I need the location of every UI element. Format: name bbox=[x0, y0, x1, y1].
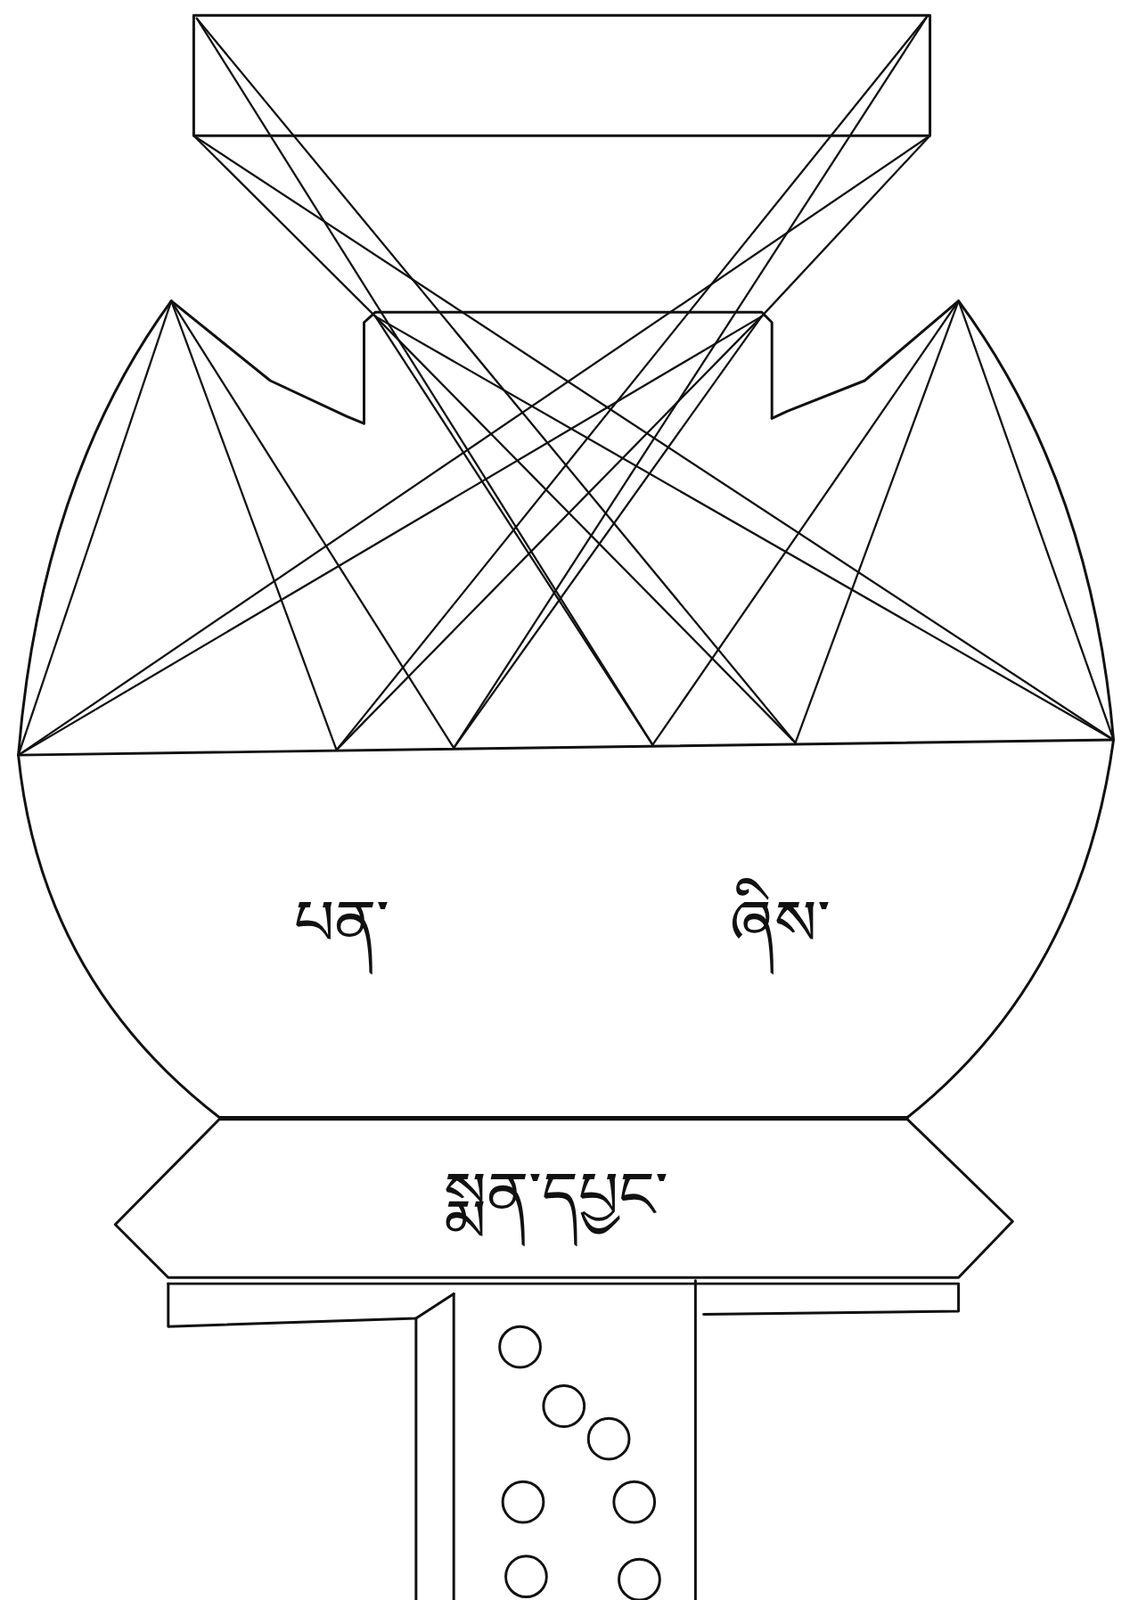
bowl-left-outline bbox=[18, 301, 220, 1118]
tibetan-label: པན་ bbox=[294, 884, 390, 961]
shaft-edge bbox=[452, 1293, 456, 1600]
tibetan-label: སྨན་དཔྱང་ bbox=[443, 1157, 669, 1234]
top-block bbox=[193, 15, 930, 136]
bowl-region: པན་ ཞིས་ bbox=[61, 775, 1072, 1102]
shaft-edge bbox=[694, 1280, 697, 1600]
band-outline bbox=[114, 1119, 1013, 1278]
plinth bbox=[168, 1283, 959, 1314]
right-horn-edge bbox=[771, 301, 958, 419]
construction-lines bbox=[18, 15, 1114, 755]
bowl-right-outline bbox=[907, 301, 1114, 1118]
band-region: སྨན་དཔྱང་ bbox=[142, 1126, 990, 1269]
bowl-rim bbox=[18, 739, 1114, 755]
left-horn-edge bbox=[171, 301, 364, 424]
plinth bbox=[168, 1283, 454, 1327]
shaft-dots bbox=[499, 1326, 661, 1600]
tibetan-label: ཞིས་ bbox=[729, 884, 831, 961]
shaft-edge bbox=[414, 1318, 418, 1600]
